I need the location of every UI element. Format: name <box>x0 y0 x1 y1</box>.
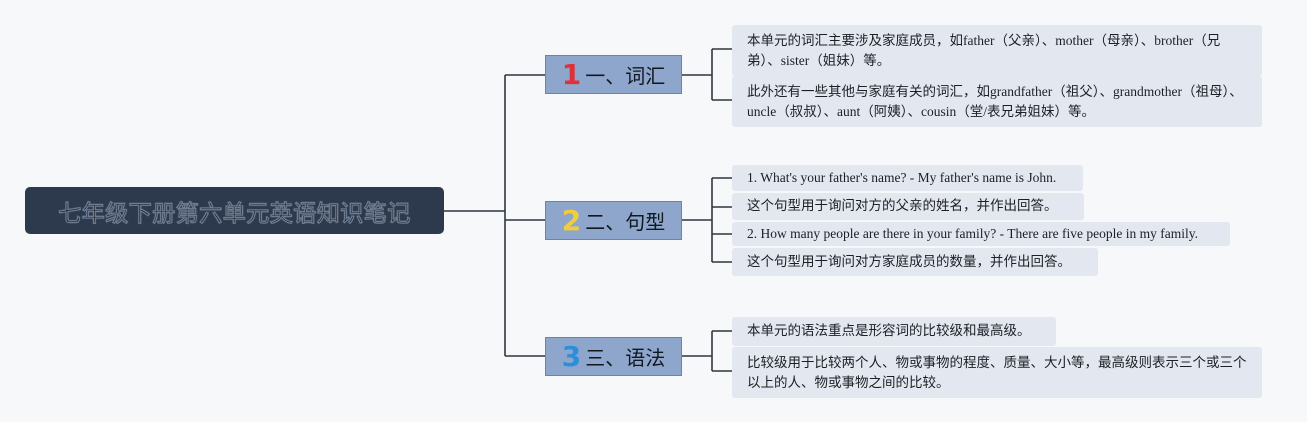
leaf-topic[interactable]: 这个句型用于询问对方家庭成员的数量，并作出回答。 <box>732 248 1098 276</box>
number-2-icon: 2 <box>561 203 582 237</box>
leaf-topic[interactable]: 本单元的词汇主要涉及家庭成员，如father（父亲）、mother（母亲）、br… <box>732 25 1262 76</box>
leaf-topic[interactable]: 2. How many people are there in your fam… <box>732 222 1230 246</box>
branch-topic-sentence-patterns[interactable]: 2 二、句型 <box>545 201 682 240</box>
leaf-topic[interactable]: 比较级用于比较两个人、物或事物的程度、质量、大小等，最高级则表示三个或三个以上的… <box>732 347 1262 398</box>
root-topic[interactable]: 七年级下册第六单元英语知识笔记 <box>25 187 444 234</box>
branch-label: 二、句型 <box>585 210 666 234</box>
leaf-topic[interactable]: 这个句型用于询问对方的父亲的姓名，并作出回答。 <box>732 193 1084 220</box>
branch-topic-vocabulary[interactable]: 1 一、词汇 <box>545 55 682 94</box>
leaf-topic[interactable]: 本单元的语法重点是形容词的比较级和最高级。 <box>732 317 1056 346</box>
branch-label: 三、语法 <box>585 346 666 370</box>
branch-label: 一、词汇 <box>585 64 666 88</box>
leaf-topic[interactable]: 此外还有一些其他与家庭有关的词汇，如grandfather（祖父）、grandm… <box>732 76 1262 127</box>
number-1-icon: 1 <box>561 57 582 91</box>
number-3-icon: 3 <box>561 339 582 373</box>
leaf-topic[interactable]: 1. What's your father's name? - My fathe… <box>732 165 1083 191</box>
branch-topic-grammar[interactable]: 3 三、语法 <box>545 337 682 376</box>
